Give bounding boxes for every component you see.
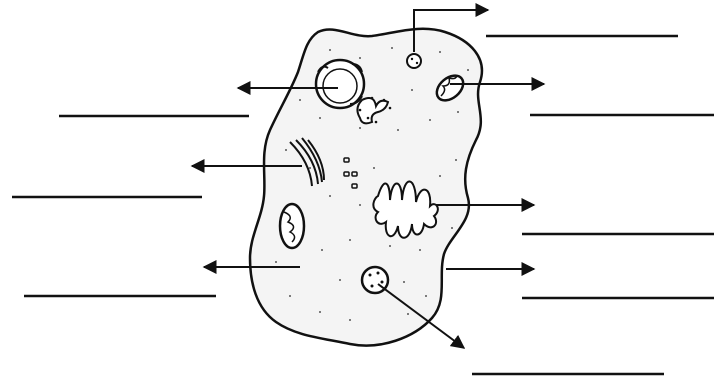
lysosome-small xyxy=(407,54,421,68)
mitochondrion-lower xyxy=(280,204,304,248)
cell-membrane xyxy=(250,29,482,346)
nucleus xyxy=(316,60,364,108)
